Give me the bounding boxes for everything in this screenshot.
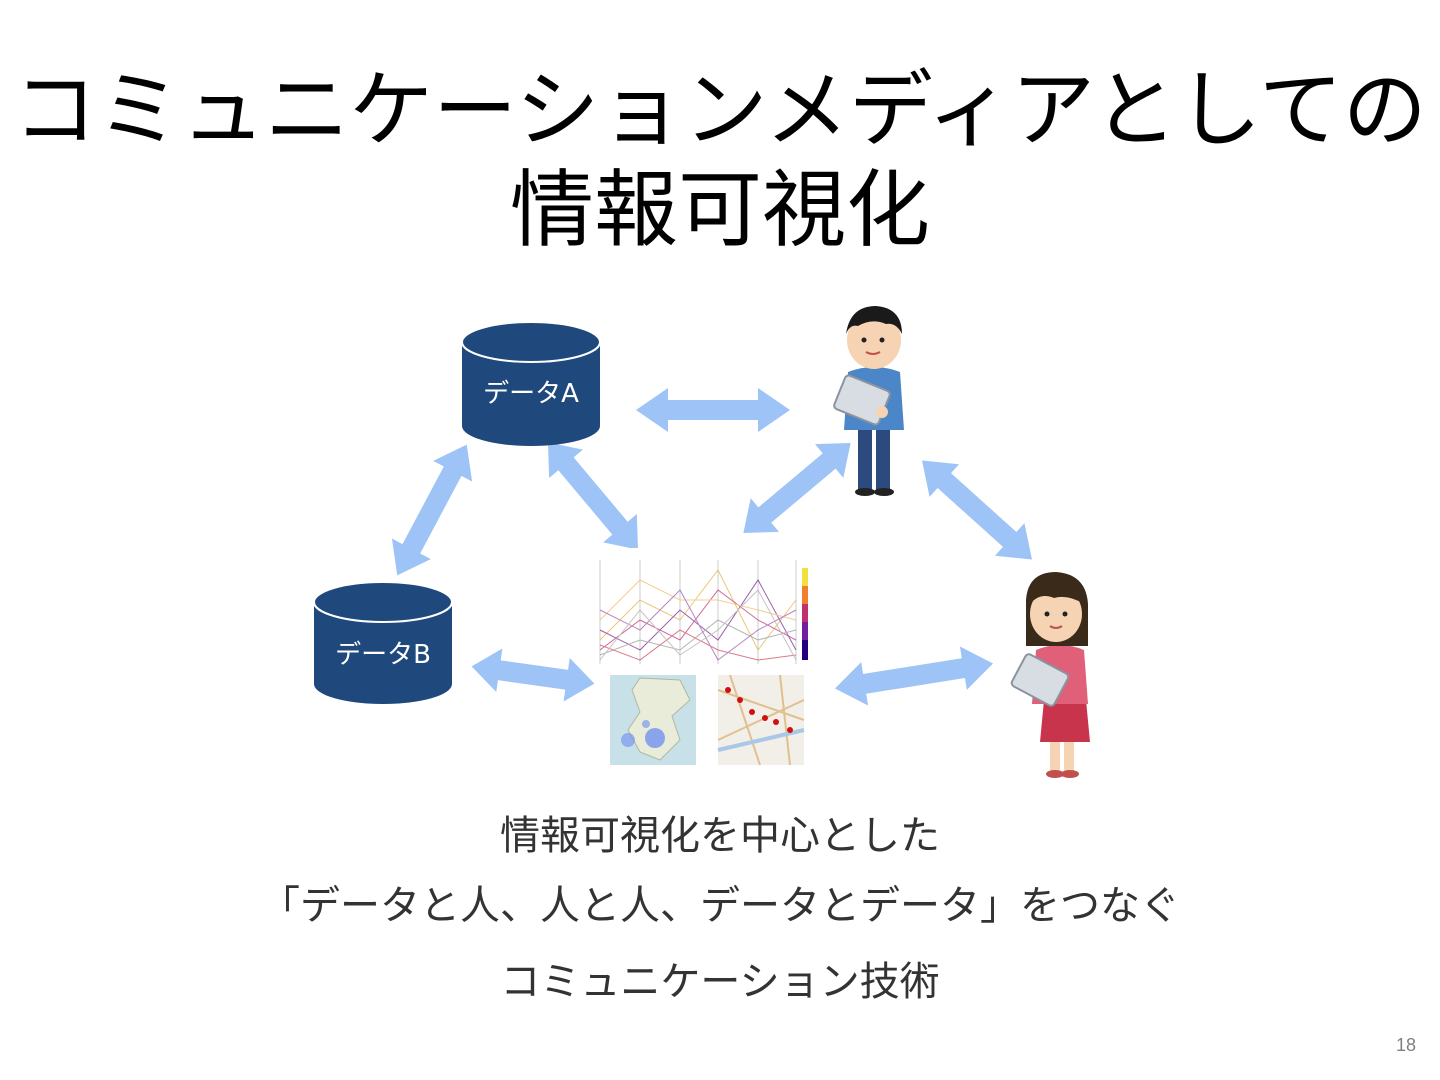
database-b-label: データB [335, 640, 431, 670]
caption-line-2: 「データと人、人と人、データとデータ」をつなぐ [260, 883, 1180, 929]
caption-line-3: コミュニケーション技術 [500, 959, 940, 1005]
database-b: データB [313, 581, 453, 704]
map-visualization-1 [610, 675, 696, 765]
database-a: データA [461, 321, 601, 446]
parallel-coordinates-visualization [592, 548, 816, 666]
slide-title: コミュニケーションメディアとしての 情報可視化 [0, 60, 1440, 260]
arrow-data-a-data-b [391, 444, 473, 576]
arrow-person1-person2 [922, 460, 1032, 560]
person-woman-with-tablet-icon [1010, 572, 1090, 778]
map-visualization-2 [717, 674, 805, 766]
arrow-data-person1-visualization [743, 443, 851, 533]
arrow-visualization-person2 [834, 646, 994, 706]
page-number: 18 [1395, 1035, 1416, 1055]
database-a-label: データA [483, 379, 579, 409]
person-man-with-tablet-icon [833, 306, 904, 496]
color-scale-bar [802, 568, 808, 660]
slide-title-line1: コミュニケーションメディアとしての [13, 61, 1427, 159]
arrow-data-a-visualization [548, 442, 638, 550]
caption-line-1: 情報可視化を中心とした [500, 813, 940, 859]
arrow-data-b-visualization [471, 648, 595, 702]
slide-title-line2: 情報可視化 [509, 161, 930, 259]
arrow-data-a-person1 [636, 388, 790, 432]
